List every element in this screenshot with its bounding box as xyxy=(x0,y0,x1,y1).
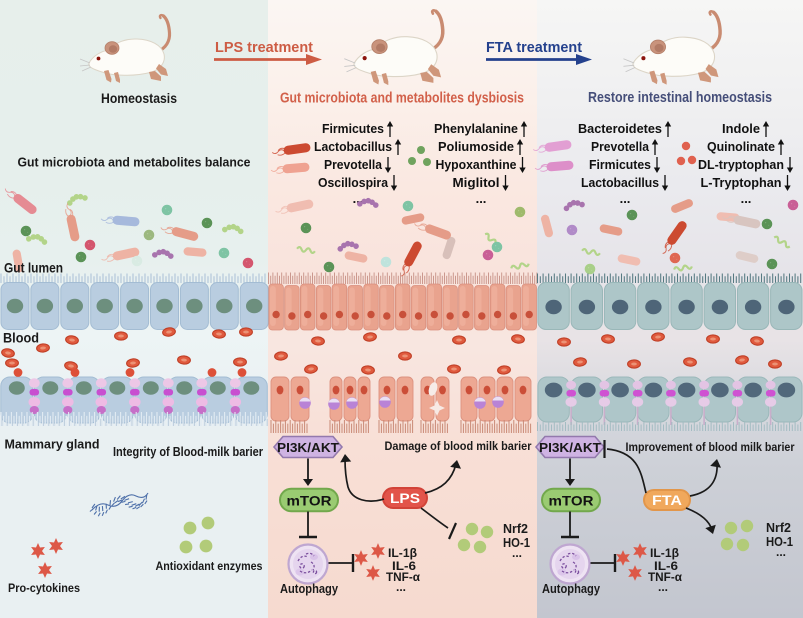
svg-text:Pro-cytokines: Pro-cytokines xyxy=(8,581,80,595)
svg-text:Lactobacillus: Lactobacillus xyxy=(314,140,392,154)
svg-text:Indole: Indole xyxy=(722,122,760,136)
svg-text:Damage of blood milk barier: Damage of blood milk barier xyxy=(385,439,532,453)
svg-text:...: ... xyxy=(620,191,631,206)
svg-text:Restore intestinal homeostasis: Restore intestinal homeostasis xyxy=(588,90,772,106)
svg-text:Gut microbiota and metabolites: Gut microbiota and metabolites balance xyxy=(18,155,251,170)
svg-text:mTOR: mTOR xyxy=(549,493,594,509)
svg-text:DL-tryptophan: DL-tryptophan xyxy=(698,158,784,172)
svg-text:Oscillospira: Oscillospira xyxy=(318,176,389,190)
svg-text:PI3K/AKT: PI3K/AKT xyxy=(277,440,339,455)
svg-text:Blood: Blood xyxy=(3,331,39,346)
svg-text:Hypoxanthine: Hypoxanthine xyxy=(436,158,517,172)
svg-text:Homeostasis: Homeostasis xyxy=(101,91,177,106)
svg-text:TNF-α: TNF-α xyxy=(386,570,421,584)
svg-text:Quinolinate: Quinolinate xyxy=(707,140,775,154)
svg-text:IL-1β: IL-1β xyxy=(650,546,679,560)
svg-text:L-Tryptophan: L-Tryptophan xyxy=(701,176,782,190)
svg-text:Gut microbiota and metabolites: Gut microbiota and metabolites dysbiosis xyxy=(280,91,524,107)
svg-text:...: ... xyxy=(776,545,786,559)
svg-text:Lactobacillus: Lactobacillus xyxy=(581,176,659,190)
svg-text:HO-1: HO-1 xyxy=(503,536,530,550)
svg-text:...: ... xyxy=(396,580,406,594)
svg-text:Bacteroidetes: Bacteroidetes xyxy=(578,122,662,136)
svg-text:Mammary gland: Mammary gland xyxy=(5,437,100,452)
svg-text:Nrf2: Nrf2 xyxy=(766,521,791,535)
svg-text:Gut lumen: Gut lumen xyxy=(4,261,63,276)
svg-text:...: ... xyxy=(741,191,752,206)
svg-text:IL-1β: IL-1β xyxy=(388,546,417,560)
svg-text:LPS: LPS xyxy=(390,491,420,506)
svg-text:IL-6: IL-6 xyxy=(654,559,678,573)
svg-text:mTOR: mTOR xyxy=(287,493,332,509)
svg-text:Prevotella: Prevotella xyxy=(591,140,650,154)
svg-text:FTA treatment: FTA treatment xyxy=(486,39,582,56)
svg-text:Autophagy: Autophagy xyxy=(542,581,601,596)
svg-text:Autophagy: Autophagy xyxy=(280,581,339,596)
svg-text:...: ... xyxy=(353,191,364,206)
svg-text:PI3K/AKT: PI3K/AKT xyxy=(539,440,601,455)
svg-text:Phenylalanine: Phenylalanine xyxy=(434,122,518,136)
svg-text:Miglitol: Miglitol xyxy=(453,176,500,190)
svg-text:...: ... xyxy=(658,580,668,594)
svg-text:Integrity of Blood-milk barier: Integrity of Blood-milk barier xyxy=(113,444,263,459)
svg-text:Firmicutes: Firmicutes xyxy=(322,122,384,136)
svg-text:Prevotella: Prevotella xyxy=(324,158,383,172)
svg-text:FTA: FTA xyxy=(652,493,682,508)
svg-text:...: ... xyxy=(476,191,487,206)
svg-text:LPS treatment: LPS treatment xyxy=(215,39,313,56)
svg-text:TNF-α: TNF-α xyxy=(648,570,683,584)
svg-text:Firmicutes: Firmicutes xyxy=(589,158,651,172)
svg-text:...: ... xyxy=(512,546,522,560)
svg-text:Improvement of blood milk bari: Improvement of blood milk barier xyxy=(626,440,795,454)
svg-text:HO-1: HO-1 xyxy=(766,535,793,549)
svg-text:Nrf2: Nrf2 xyxy=(503,522,528,536)
svg-text:Poliumoside: Poliumoside xyxy=(438,140,514,154)
svg-text:Antioxidant enzymes: Antioxidant enzymes xyxy=(156,559,263,573)
svg-text:IL-6: IL-6 xyxy=(392,559,416,573)
